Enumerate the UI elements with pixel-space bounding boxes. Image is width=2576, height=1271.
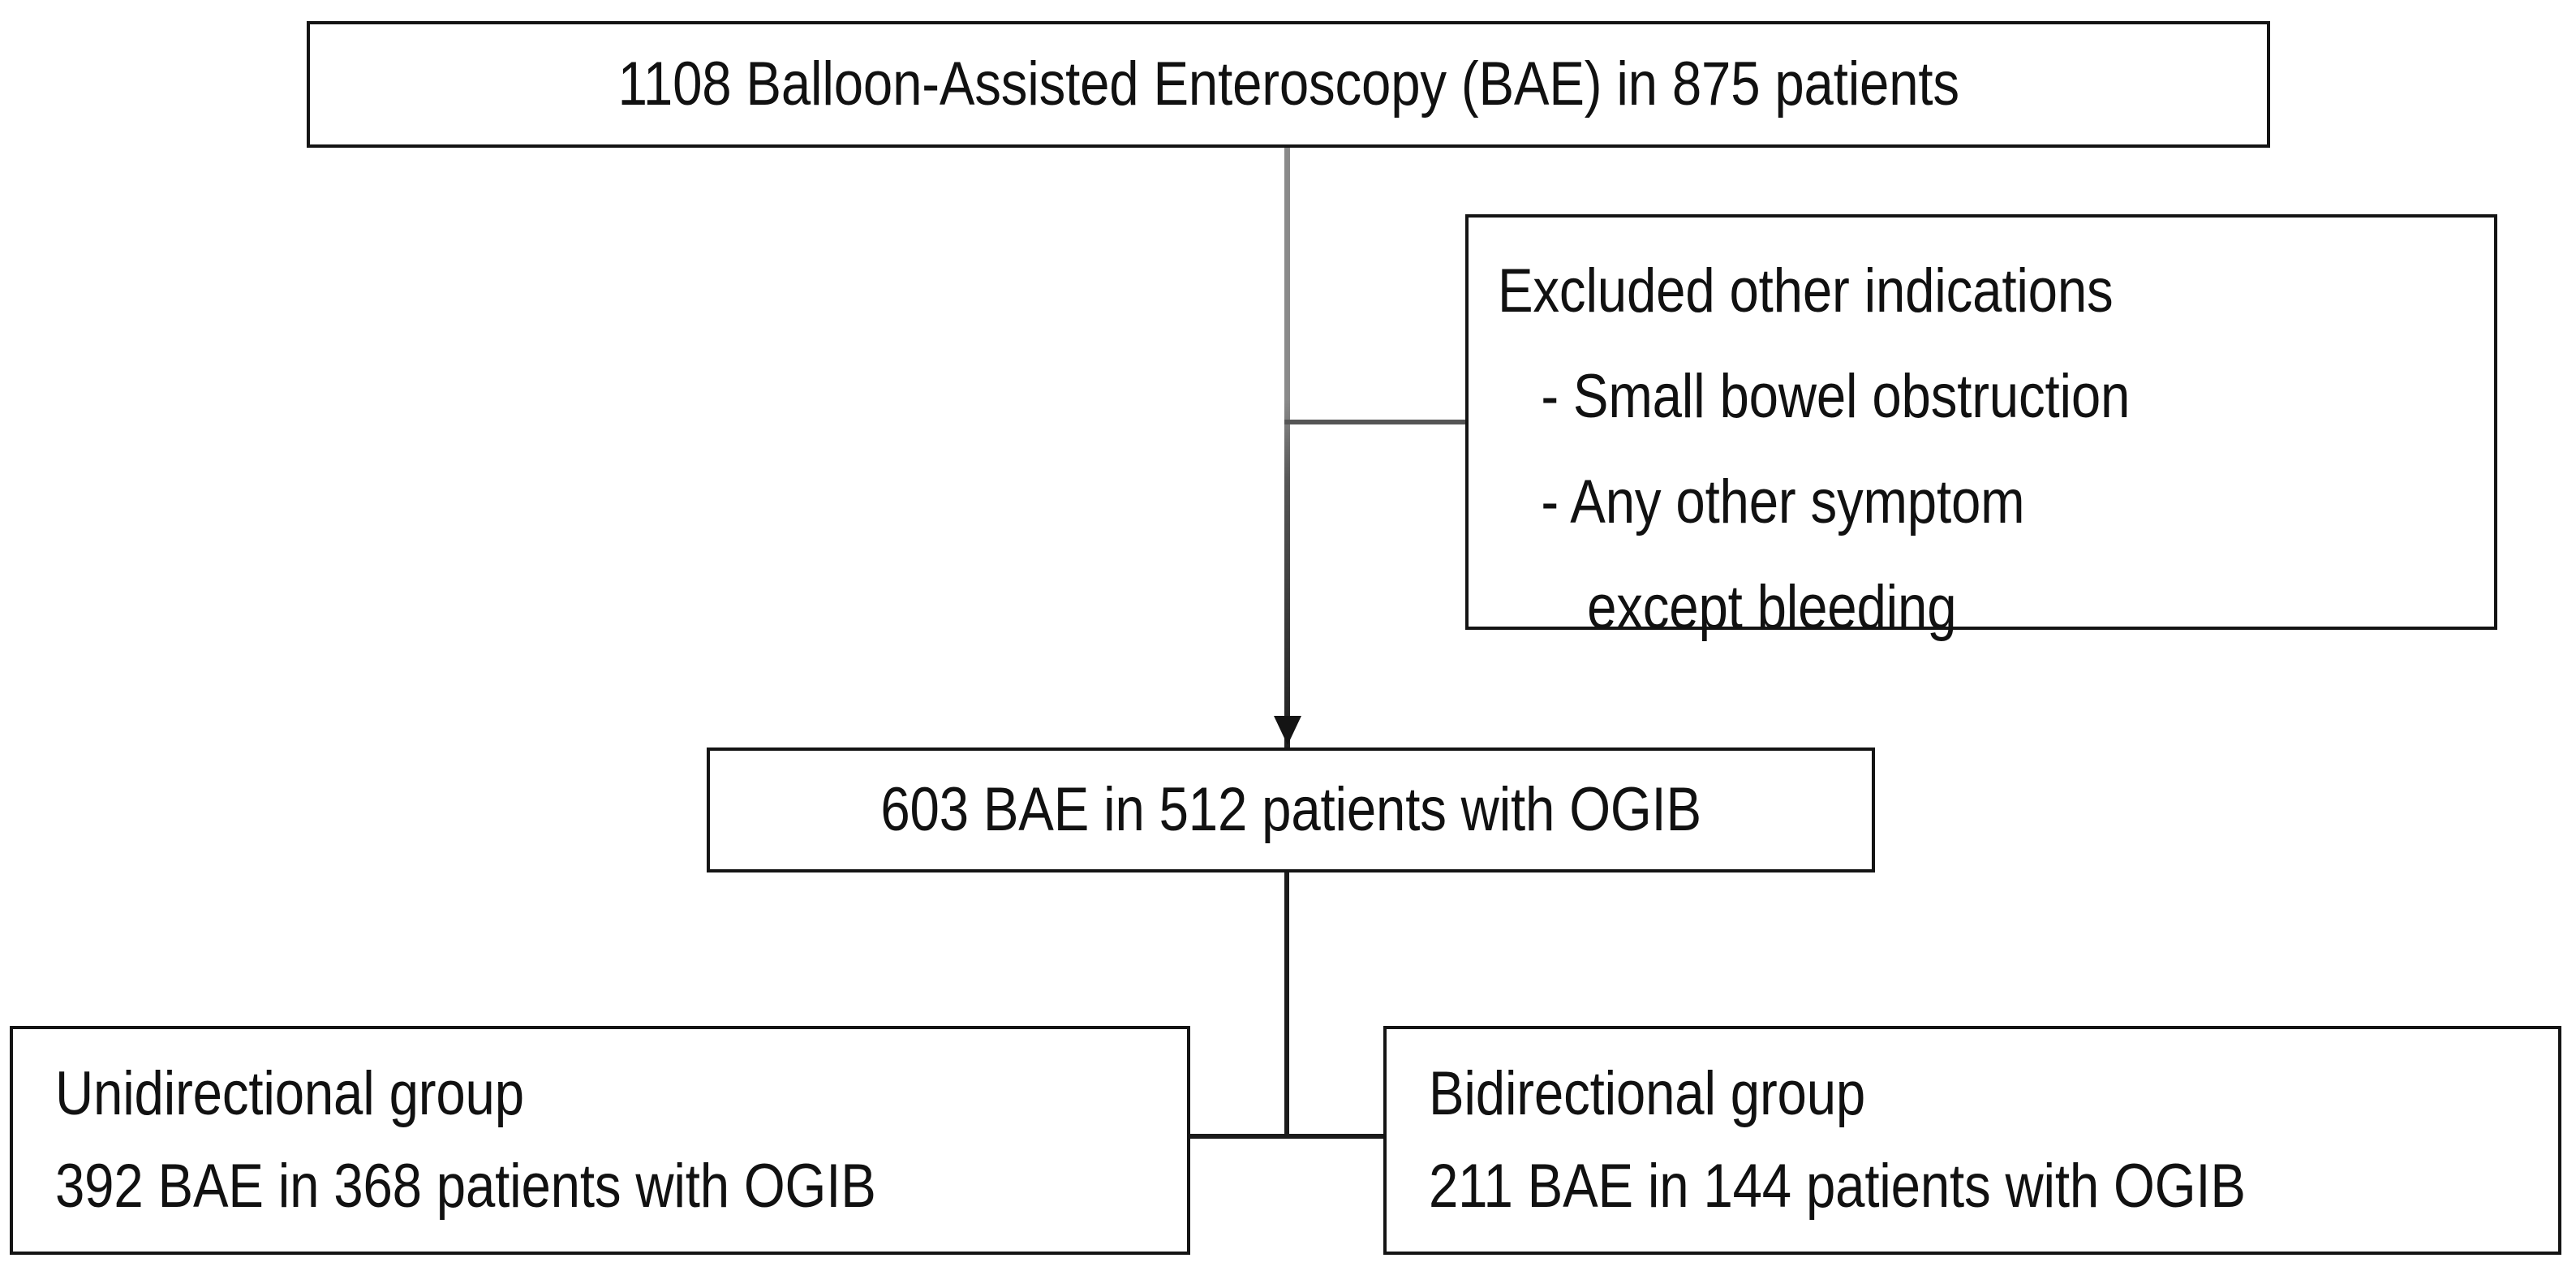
box-excluded-indications: Excluded other indications - Small bowel… [1465, 214, 2497, 642]
total-population-text: 1108 Balloon-Assisted Enteroscopy (BAE) … [617, 50, 1959, 118]
excluded-bullet-small-bowel-obstruction: - Small bowel obstruction [1541, 362, 2131, 431]
box-bidirectional-group: Bidirectional group 211 BAE in 144 patie… [1383, 1026, 2561, 1255]
connector-branch-to-excluded [1284, 420, 1469, 424]
bidirectional-group-label: Bidirectional group [1429, 1059, 1866, 1128]
arrow-down-icon [1274, 716, 1301, 745]
box-total-population: 1108 Balloon-Assisted Enteroscopy (BAE) … [307, 21, 2270, 148]
connector-included-to-split [1284, 871, 1289, 1139]
included-population-text: 603 BAE in 512 patients with OGIB [880, 775, 1701, 844]
box-included-population: 603 BAE in 512 patients with OGIB [707, 748, 1875, 872]
excluded-bullet-any-other-symptom: - Any other symptom [1541, 467, 2025, 536]
unidirectional-group-label: Unidirectional group [55, 1059, 524, 1128]
excluded-bullet-any-other-symptom-continued: except bleeding [1587, 573, 1957, 642]
excluded-heading: Excluded other indications [1498, 256, 2114, 325]
connector-split-bar [1188, 1134, 1387, 1139]
unidirectional-group-counts: 392 BAE in 368 patients with OGIB [55, 1152, 876, 1221]
bidirectional-group-counts: 211 BAE in 144 patients with OGIB [1429, 1152, 2246, 1221]
box-unidirectional-group: Unidirectional group 392 BAE in 368 pati… [10, 1026, 1190, 1255]
connector-top-to-included [1284, 146, 1290, 748]
